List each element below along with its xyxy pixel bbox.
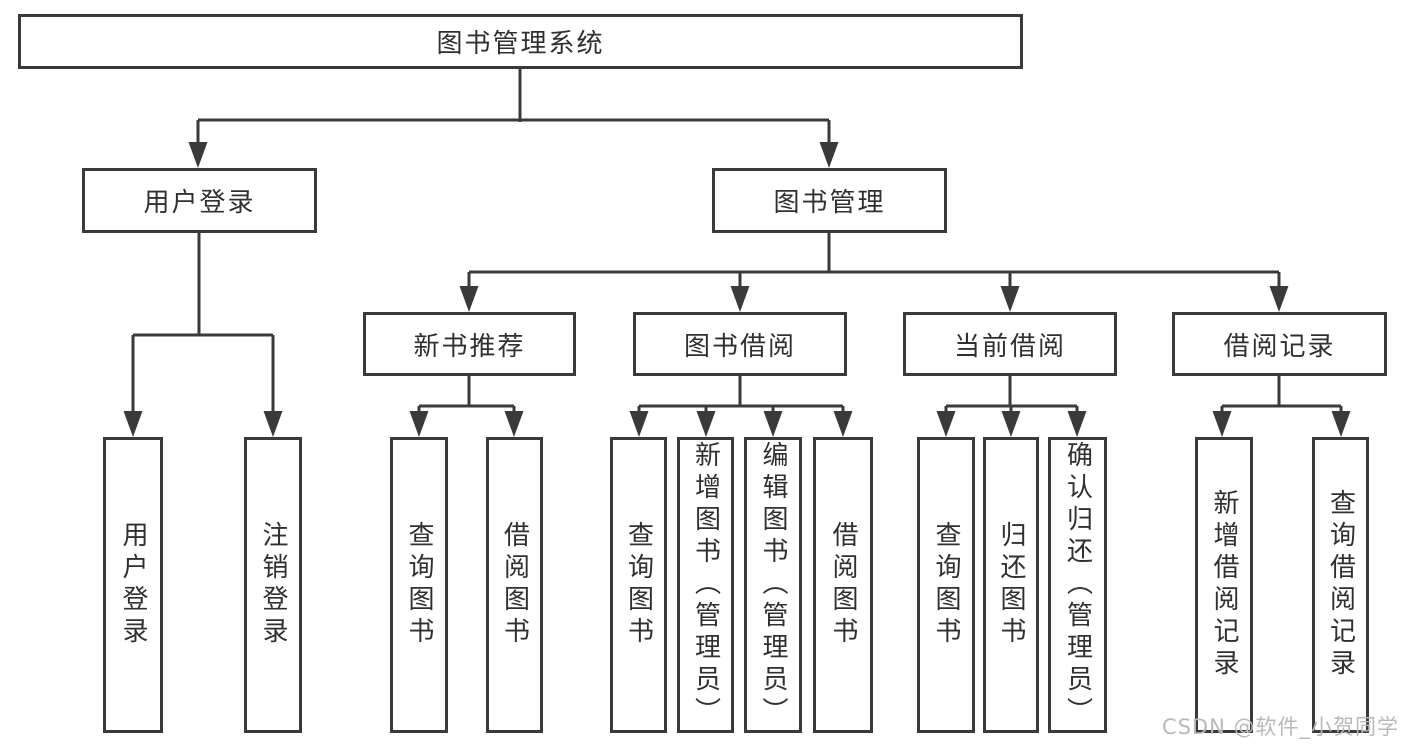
leaf-query-books-current: 查询图书 — [917, 437, 975, 733]
arrow-down-icon — [1000, 286, 1020, 312]
leaf-label: 借阅图书 — [828, 521, 858, 649]
leaf-confirm-return-admin: 确认归还（管理员） — [1048, 437, 1107, 733]
leaf-label: 查询图书 — [623, 521, 654, 649]
arrow-down-icon — [1212, 411, 1232, 437]
leaf-query-books-borrow: 查询图书 — [610, 437, 667, 733]
leaf-borrow-books-recommend: 借阅图书 — [486, 437, 543, 733]
leaf-borrow-books: 借阅图书 — [813, 437, 873, 733]
arrow-down-icon — [263, 411, 283, 437]
arrow-down-icon — [1001, 411, 1021, 437]
arrow-down-icon — [459, 286, 479, 312]
arrow-down-icon — [819, 142, 839, 168]
leaf-add-books-admin: 新增图书（管理员） — [677, 437, 734, 733]
leaf-label: 借阅图书 — [499, 521, 530, 649]
arrow-down-icon — [730, 286, 750, 312]
arrow-down-icon — [833, 411, 853, 437]
leaf-logout: 注销登录 — [244, 437, 302, 733]
leaf-return-books: 归还图书 — [983, 437, 1039, 733]
leaf-label: 确认归还（管理员） — [1062, 441, 1093, 729]
node-current-borrow: 当前借阅 — [903, 312, 1117, 376]
leaf-user-login: 用户登录 — [103, 437, 163, 733]
leaf-label: 归还图书 — [996, 521, 1026, 649]
arrow-down-icon — [763, 411, 783, 437]
arrow-down-icon — [936, 411, 956, 437]
arrow-down-icon — [1331, 411, 1351, 437]
arrow-down-icon — [504, 411, 524, 437]
node-label: 图书借阅 — [683, 331, 796, 362]
node-label: 图书管理 — [773, 188, 886, 218]
csdn-watermark: CSDN @软件_小贺同学 — [1161, 715, 1399, 739]
leaf-label: 用户登录 — [118, 521, 148, 649]
leaf-query-books-recommend: 查询图书 — [390, 437, 448, 733]
leaf-label: 查询图书 — [931, 521, 961, 649]
leaf-add-borrow-record: 新增借阅记录 — [1195, 437, 1253, 733]
node-label: 借阅记录 — [1223, 331, 1336, 362]
arrow-down-icon — [696, 411, 716, 437]
leaf-label: 新增借阅记录 — [1209, 489, 1239, 681]
leaf-edit-books-admin: 编辑图书（管理员） — [744, 437, 802, 733]
node-label: 新书推荐 — [413, 331, 526, 362]
node-label: 当前借阅 — [953, 331, 1066, 362]
leaf-label: 查询借阅记录 — [1325, 489, 1356, 681]
node-label: 用户登录 — [143, 188, 256, 218]
arrow-down-icon — [188, 142, 208, 168]
leaf-label: 新增图书（管理员） — [690, 441, 721, 729]
arrow-down-icon — [123, 411, 143, 437]
leaf-label: 注销登录 — [258, 521, 288, 649]
arrow-down-icon — [409, 411, 429, 437]
arrow-down-icon — [629, 411, 649, 437]
arrow-down-icon — [1067, 411, 1087, 437]
node-label: 图书管理系统 — [436, 29, 605, 59]
node-borrow-record: 借阅记录 — [1172, 312, 1387, 376]
leaf-label: 编辑图书（管理员） — [758, 441, 788, 729]
node-new-book-recommend: 新书推荐 — [363, 312, 576, 376]
arrow-down-icon — [1269, 286, 1289, 312]
node-user-login: 用户登录 — [82, 168, 317, 233]
node-library-management-system: 图书管理系统 — [18, 14, 1023, 69]
node-book-borrow: 图书借阅 — [633, 312, 847, 376]
node-book-management: 图书管理 — [712, 168, 947, 233]
leaf-query-borrow-record: 查询借阅记录 — [1312, 437, 1369, 733]
leaf-label: 查询图书 — [404, 521, 434, 649]
